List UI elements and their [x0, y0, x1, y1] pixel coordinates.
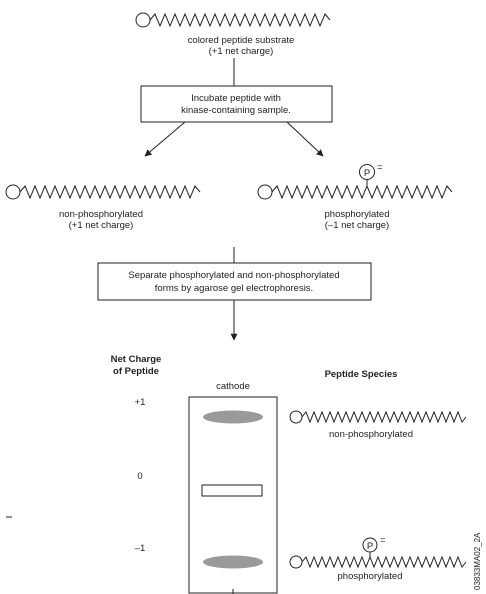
substrate-label-line1: colored peptide substrate: [188, 35, 295, 46]
nonphos-label-line1: non-phosphorylated: [59, 209, 143, 220]
charge-minus1: –1: [135, 543, 146, 554]
species-nonphos-label: non-phosphorylated: [329, 429, 413, 440]
nonphos-label-line2: (+1 net charge): [69, 220, 134, 231]
phos-label-line1: phosphorylated: [325, 209, 390, 220]
step1-line2: kinase-containing sample.: [181, 105, 291, 116]
species-phos-peptide: [289, 537, 467, 569]
species-header: Peptide Species: [325, 369, 398, 380]
net-charge-header-line1: Net Charge: [111, 354, 162, 365]
species-phos-label: phosphorylated: [338, 571, 403, 582]
species-phos-p-charge: =: [380, 535, 386, 546]
species-nonphos-peptide: [289, 410, 467, 424]
substrate-label-line2: (+1 net charge): [209, 46, 274, 57]
band-phos: [203, 555, 263, 569]
phos-label-line2: (–1 net charge): [325, 220, 389, 231]
nonphos-peptide: [5, 184, 201, 200]
figure-id: 03833MA02_2A: [473, 532, 482, 590]
phos-p-symbol: P: [364, 168, 370, 179]
step1-line1: Incubate peptide with: [191, 93, 281, 104]
well: [201, 484, 263, 497]
substrate-peptide: [135, 12, 331, 28]
phos-p-charge: =: [377, 162, 383, 173]
arrow-right: [286, 121, 324, 157]
phosphate-icon-2: [362, 537, 378, 553]
step1-box: [140, 85, 333, 123]
net-charge-header-line2: of Peptide: [113, 366, 159, 377]
step2-line1: Separate phosphorylated and non-phosphor…: [128, 270, 339, 281]
charge-plus1: +1: [135, 397, 146, 408]
band-nonphos: [203, 410, 263, 424]
phos-peptide: [257, 164, 453, 200]
step2-line2: forms by agarose gel electrophoresis.: [155, 283, 313, 294]
step2-box: [97, 262, 372, 301]
phosphate-icon: [359, 164, 375, 180]
species-phos-p-symbol: P: [367, 541, 373, 552]
charge-zero: 0: [137, 471, 142, 482]
arrow-left: [144, 121, 186, 157]
cathode-label: cathode: [216, 381, 250, 392]
